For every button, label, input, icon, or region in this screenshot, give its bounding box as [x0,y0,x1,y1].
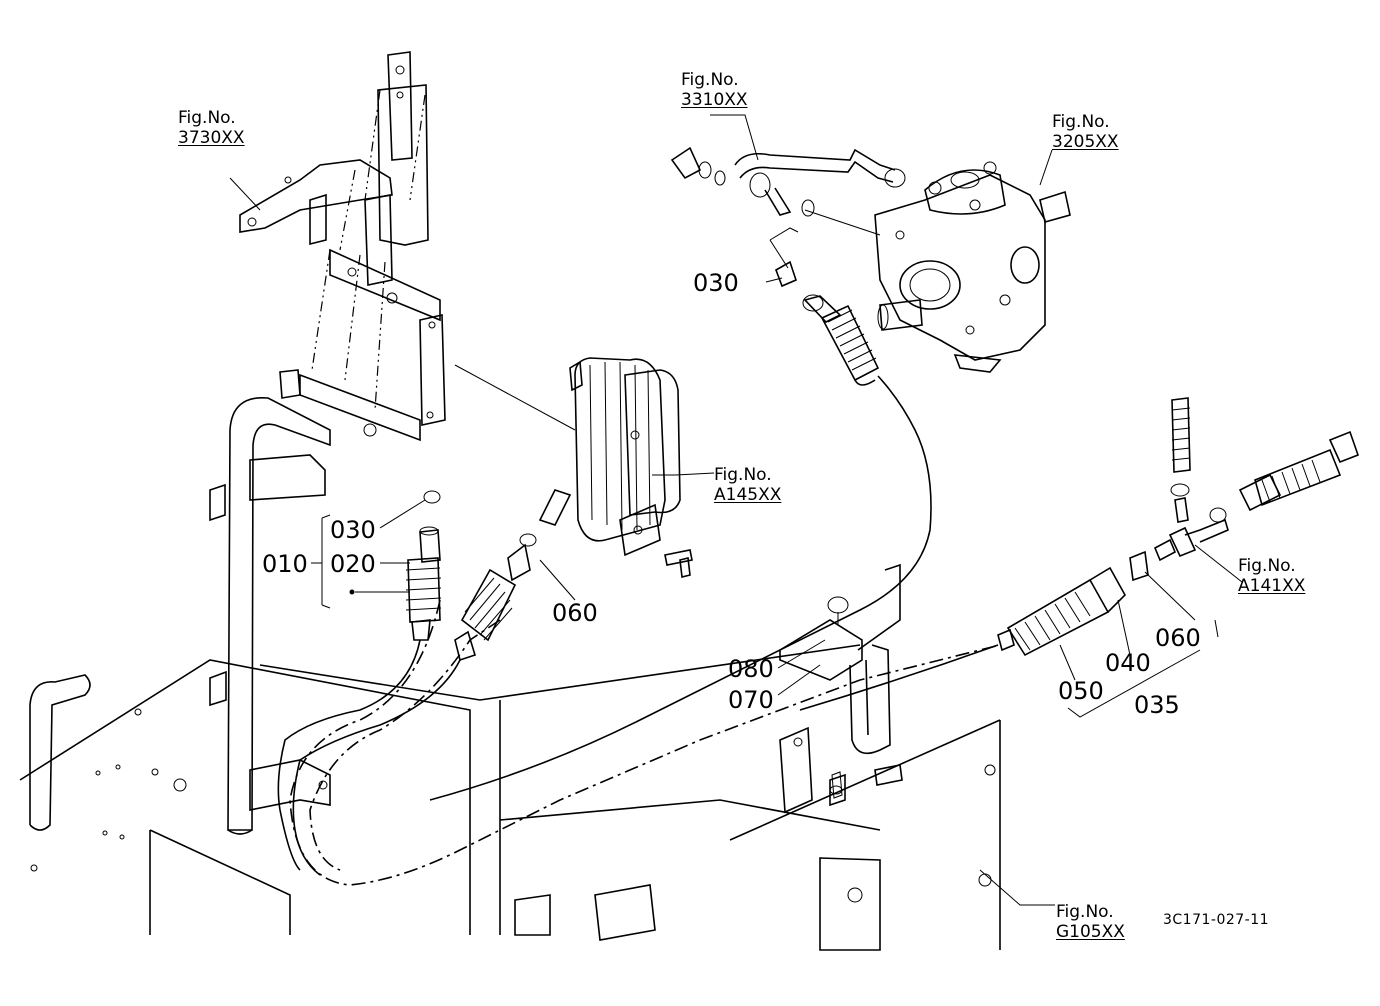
oil-cooler [454,357,693,578]
hose-spring-top [429,295,932,801]
part-label-080: 080 [728,655,774,683]
base-frame [19,644,1001,951]
leader-lines [229,114,1243,906]
drawing-code: 3C171-027-11 [1163,912,1270,928]
part-label-060-left: 060 [552,599,598,627]
figure-ref-a141: Fig.No. A141XX [1238,556,1306,596]
fuel-pump [874,161,1071,373]
hose-assembly-left [277,490,537,876]
part-label-030-top: 030 [693,269,739,297]
part-label-060-right: 060 [1155,624,1201,652]
figure-ref-3205: Fig.No. 3205XX [1052,112,1119,152]
part-label-070: 070 [728,686,774,714]
frame-tube [29,397,331,835]
part-label-040: 040 [1105,649,1151,677]
fuel-line-fittings [670,146,906,312]
part-label-050: 050 [1058,677,1104,705]
part-label-020: 020 [330,550,376,578]
figure-ref-a145: Fig.No. A145XX [714,465,782,505]
figure-ref-3310: Fig.No. 3310XX [681,70,748,110]
part-label-030-left: 030 [330,516,376,544]
part-label-035: 035 [1134,691,1180,719]
figure-ref-3730: Fig.No. 3730XX [178,108,245,148]
lever-bracket [239,51,446,442]
figure-ref-g105: Fig.No. G105XX [1056,902,1125,942]
mounting-bracket [779,563,901,799]
hose-assembly-right [799,397,1360,711]
part-label-010: 010 [262,550,308,578]
hose-route-lines [289,599,1001,886]
